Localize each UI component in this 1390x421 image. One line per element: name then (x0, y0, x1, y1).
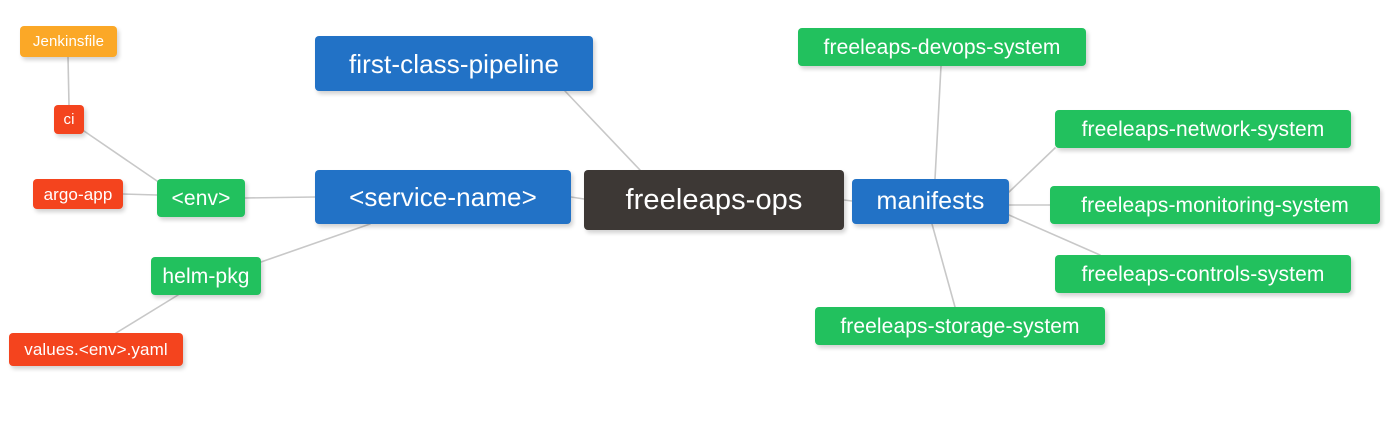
node-values-env-yaml[interactable]: values.<env>.yaml (9, 333, 183, 366)
edge-helm-pkg-to-values-env-yaml (115, 294, 179, 334)
node-jenkinsfile[interactable]: Jenkinsfile (20, 26, 117, 57)
edge-freeleaps-ops-to-service-name (570, 196, 585, 200)
edge-service-name-to-helm-pkg (260, 223, 371, 263)
edge-manifests-to-freeleaps-devops-system (934, 65, 942, 180)
node-manifests[interactable]: manifests (852, 179, 1009, 224)
node-env[interactable]: <env> (157, 179, 245, 217)
node-first-class-pipeline[interactable]: first-class-pipeline (315, 36, 593, 91)
node-freeleaps-network-system[interactable]: freeleaps-network-system (1055, 110, 1351, 148)
node-helm-pkg[interactable]: helm-pkg (151, 257, 261, 295)
edge-manifests-to-freeleaps-storage-system (931, 223, 956, 308)
edge-freeleaps-ops-to-first-class-pipeline (564, 90, 641, 171)
node-argo-app[interactable]: argo-app (33, 179, 123, 209)
edge-manifests-to-freeleaps-network-system (1008, 147, 1056, 193)
edge-env-to-ci (83, 130, 161, 184)
edge-service-name-to-env (244, 196, 316, 199)
node-freeleaps-storage-system[interactable]: freeleaps-storage-system (815, 307, 1105, 345)
node-freeleaps-ops[interactable]: freeleaps-ops (584, 170, 844, 230)
node-freeleaps-devops-system[interactable]: freeleaps-devops-system (798, 28, 1086, 66)
node-freeleaps-controls-system[interactable]: freeleaps-controls-system (1055, 255, 1351, 293)
node-ci[interactable]: ci (54, 105, 84, 134)
node-service-name[interactable]: <service-name> (315, 170, 571, 224)
node-freeleaps-monitoring-system[interactable]: freeleaps-monitoring-system (1050, 186, 1380, 224)
edge-ci-to-jenkinsfile (67, 56, 70, 106)
edge-env-to-argo-app (122, 193, 158, 196)
edge-freeleaps-ops-to-manifests (843, 199, 853, 202)
